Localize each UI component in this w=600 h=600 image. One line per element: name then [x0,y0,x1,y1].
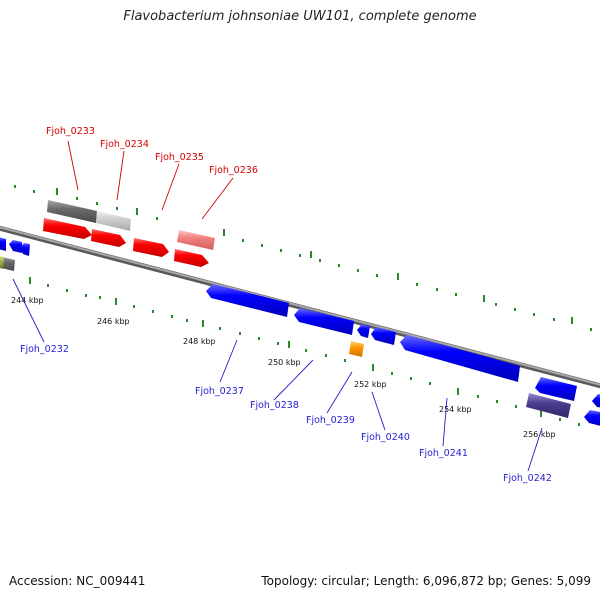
map-title: Flavobacterium johnsoniae UW101, complet… [123,9,477,24]
gene-label-fjoh-0233[interactable]: Fjoh_0233 [46,126,95,137]
gene-label-fjoh-0242[interactable]: Fjoh_0242 [503,473,552,484]
gene-label-fjoh-0238[interactable]: Fjoh_0238 [250,400,299,411]
gene-arrow-partial-left-1[interactable] [0,237,6,251]
gene-arrow-fjoh-0239[interactable] [357,324,370,338]
gene-arrow-fjoh-0235[interactable] [133,238,169,257]
gene-arrow-partial-left-3[interactable] [20,243,30,256]
gene-label-fjoh-0234[interactable]: Fjoh_0234 [100,139,149,150]
scale-label-248: 248 kbp [183,337,216,346]
cog-bar-0234 [96,211,131,231]
reverse-label-leaders [12,278,543,472]
gene-arrow-fjoh-0242[interactable] [535,377,577,401]
scale-label-244: 244 kbp [11,296,44,305]
gene-arrow-partial-left-2[interactable] [9,240,22,253]
gene-arrow-partial-right-1[interactable] [592,394,600,408]
gene-arrow-fjoh-0237[interactable] [206,284,289,317]
cog-bar-0233 [47,200,97,223]
gene-label-fjoh-0241[interactable]: Fjoh_0241 [419,448,468,459]
cog-bar-0239 [349,341,364,357]
lower-tick-track [29,277,580,426]
scale-label-252: 252 kbp [354,380,387,389]
gene-arrow-fjoh-0236[interactable] [174,249,209,267]
gene-arrow-partial-right-2[interactable] [584,410,600,427]
gene-label-fjoh-0236[interactable]: Fjoh_0236 [209,165,258,176]
gene-arrow-fjoh-0233[interactable] [43,218,92,239]
gene-label-fjoh-0239[interactable]: Fjoh_0239 [306,415,355,426]
cog-bar-0236 [177,230,215,250]
gene-label-fjoh-0235[interactable]: Fjoh_0235 [155,152,204,163]
scale-label-256: 256 kbp [523,430,556,439]
gene-arrow-fjoh-0241[interactable] [400,335,520,382]
forward-label-leaders [67,140,234,220]
cog-bar-partial-left [0,256,15,271]
cog-bar-0242 [526,393,571,418]
scale-label-250: 250 kbp [268,358,301,367]
genome-summary-text: Topology: circular; Length: 6,096,872 bp… [261,574,591,588]
scale-label-254: 254 kbp [439,405,472,414]
gene-label-fjoh-0240[interactable]: Fjoh_0240 [361,432,410,443]
upper-tick-track [14,185,592,331]
scale-label-246: 246 kbp [97,317,130,326]
gene-label-fjoh-0232[interactable]: Fjoh_0232 [20,344,69,355]
gene-arrow-fjoh-0240[interactable] [371,327,396,345]
gene-label-fjoh-0237[interactable]: Fjoh_0237 [195,386,244,397]
gene-arrow-fjoh-0238[interactable] [294,308,354,335]
gene-arrow-fjoh-0234[interactable] [91,229,126,247]
accession-text: Accession: NC_009441 [9,574,146,588]
